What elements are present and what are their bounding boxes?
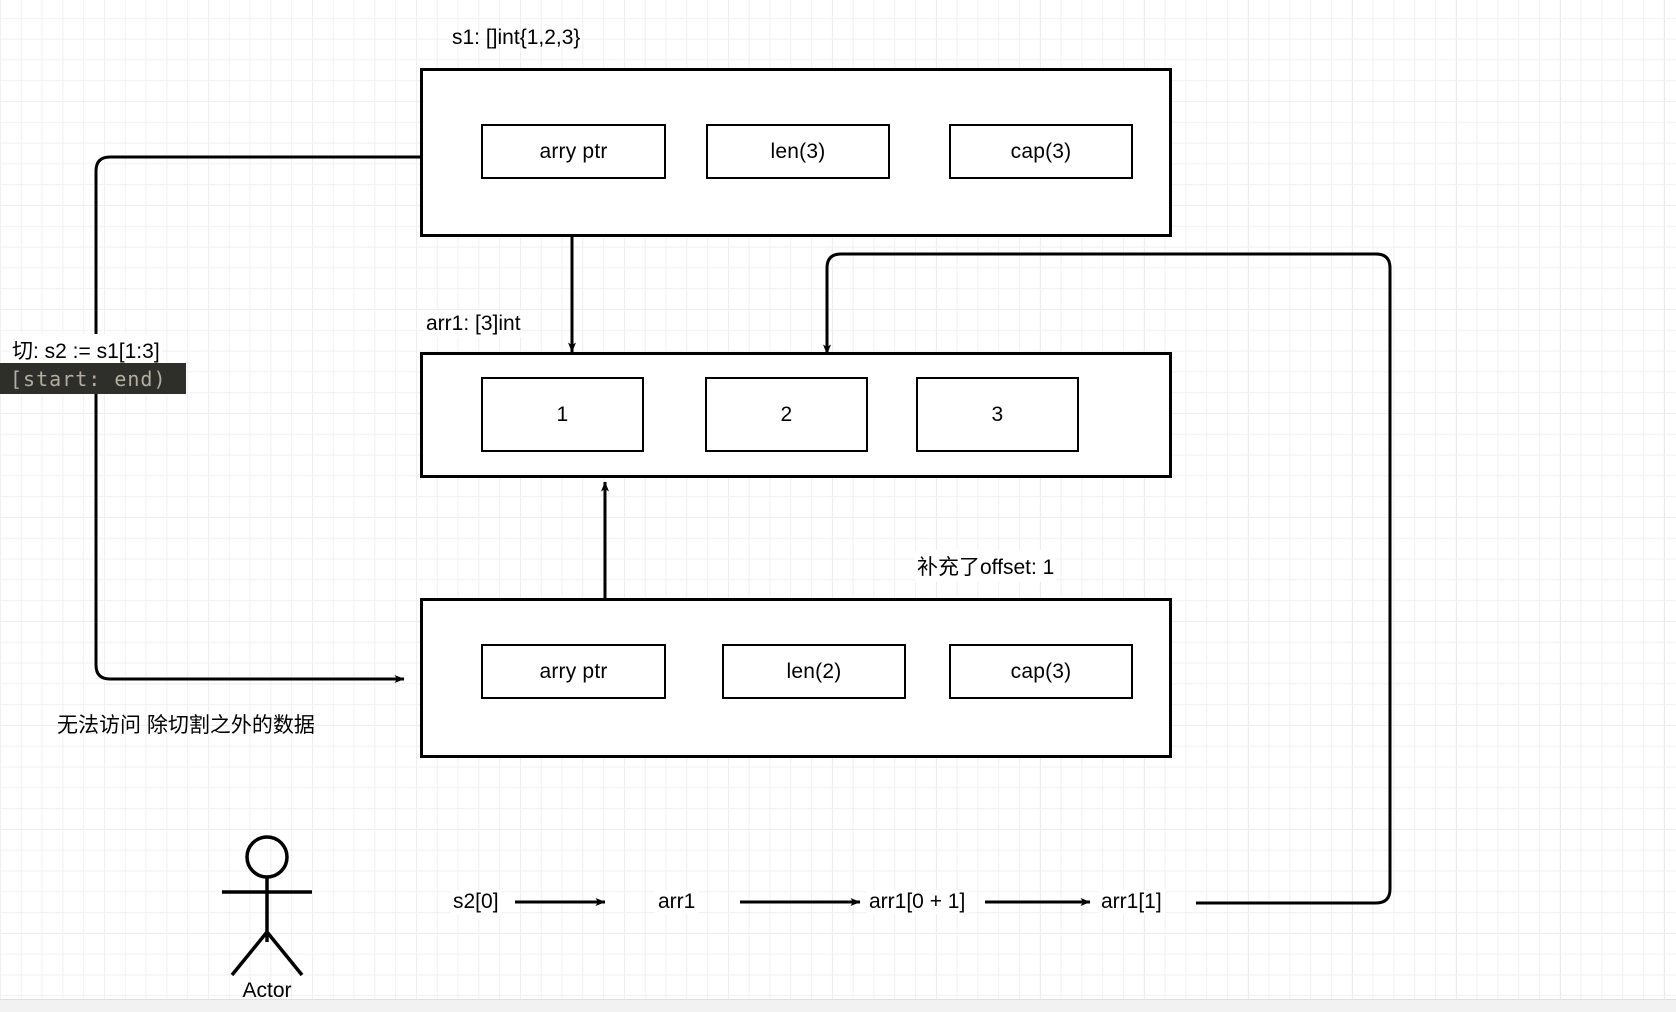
arr1-element-2[interactable]: 3 (916, 377, 1079, 452)
s1-field-len-label: len(3) (770, 139, 826, 163)
s2-field-arry-ptr[interactable]: arry ptr (481, 644, 666, 699)
arr1-title: arr1: [3]int (424, 311, 523, 337)
arr1-element-2-label: 3 (991, 402, 1004, 426)
s1-title: s1: []int{1,2,3} (452, 26, 581, 49)
s1-field-cap-label: cap(3) (1010, 139, 1072, 163)
range-notation-chip: [start: end) (0, 363, 186, 394)
s2-field-arry-ptr-label: arry ptr (539, 659, 608, 683)
arr1-element-0-label: 1 (556, 402, 569, 426)
s2-field-len-label: len(2) (786, 659, 842, 683)
chain-step-arr1-offset-expr: arr1[0 + 1] (866, 890, 969, 914)
s1-field-arry-ptr[interactable]: arry ptr (481, 124, 666, 179)
arr1-element-1-label: 2 (780, 402, 793, 426)
actor-label: Actor (242, 979, 292, 1002)
s1-field-arry-ptr-label: arry ptr (539, 139, 608, 163)
arr1-element-0[interactable]: 1 (481, 377, 644, 452)
s1-field-len[interactable]: len(3) (706, 124, 890, 179)
chain-step-arr1-index-1: arr1[1] (1098, 890, 1165, 914)
stick-figure-icon (222, 835, 312, 977)
s2-field-cap-label: cap(3) (1010, 659, 1072, 683)
chain-step-arr1: arr1 (655, 890, 699, 914)
edge-s1-to-s2 (94, 155, 420, 683)
chain-step-s2-index-0: s2[0] (450, 890, 502, 914)
slice-expression-note: 切: s2 := s1[1:3] (10, 334, 162, 366)
s1-field-cap[interactable]: cap(3) (949, 124, 1133, 179)
arr1-element-1[interactable]: 2 (705, 377, 868, 452)
s2-field-len[interactable]: len(2) (722, 644, 906, 699)
s2-field-cap[interactable]: cap(3) (949, 644, 1133, 699)
no-access-note: 无法访问 除切割之外的数据 (57, 714, 315, 737)
offset-note: 补充了offset: 1 (915, 550, 1057, 582)
bottom-edge-strip (0, 999, 1676, 1012)
